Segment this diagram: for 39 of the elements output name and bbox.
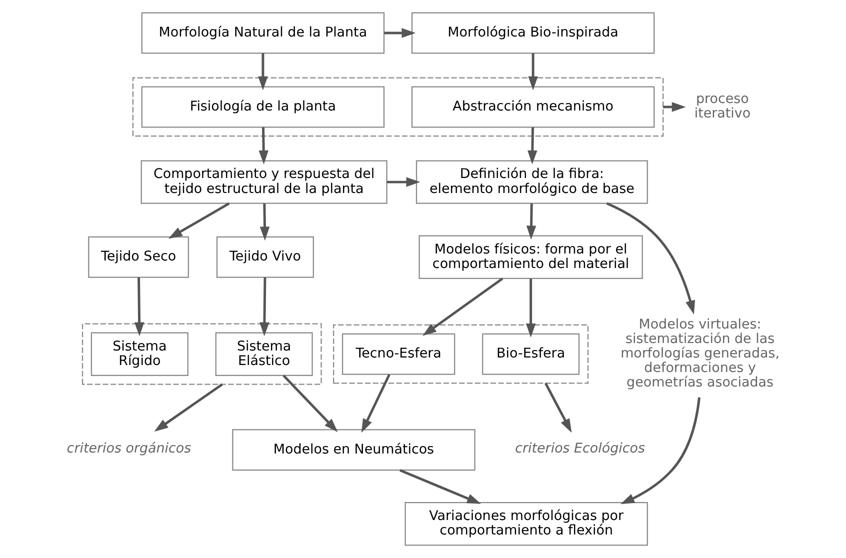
arrow [544, 382, 572, 433]
node-box: Morfología Natural de la Planta [140, 12, 384, 54]
node-box: Sistema Rígido [90, 332, 188, 376]
arrow [154, 383, 222, 432]
node-text: Modelos virtuales: sistematización de las morfologías generadas, deformaciones y geometrías asociadas [620, 317, 779, 391]
node-box: Morfológica Bio-inspirada [410, 12, 654, 54]
node-box: Definición de la fibra: elemento morfológico de base [415, 160, 648, 204]
arrow [360, 374, 390, 433]
node-box: Tejido Vivo [216, 236, 314, 278]
arrow [259, 203, 270, 241]
node-text: proceso iterativo [694, 92, 750, 122]
node-box: Modelos en Neumáticos [232, 429, 475, 471]
arrow [258, 53, 268, 90]
arrow [526, 203, 536, 240]
node-box: Tejido Seco [88, 236, 188, 278]
node-box: Variaciones morfológicas por comportamiento a flexión [404, 502, 648, 546]
node-box: Fisiología de la planta [140, 86, 384, 128]
node-box: Comportamiento y respuesta del tejido estructural de la planta [140, 160, 387, 204]
arrow [528, 53, 538, 90]
node-box: Sistema Elástico [214, 332, 312, 376]
arrow [134, 277, 144, 336]
arrow [525, 278, 536, 338]
node-box: Abstracción mecanismo [410, 86, 654, 128]
arrow [386, 177, 420, 187]
arrow [384, 28, 416, 38]
arrow [399, 469, 480, 504]
arrow [168, 202, 230, 239]
node-box: Tecno-Esfera [341, 333, 455, 375]
node-text: criterios orgánicos [66, 441, 191, 456]
arrow [620, 397, 700, 504]
node-text: criterios Ecológicos [514, 441, 644, 456]
arrow [422, 278, 503, 336]
arrow [662, 102, 686, 112]
arrow [527, 127, 537, 164]
node-box: Bio-Esfera [482, 333, 580, 375]
arrow [258, 127, 268, 164]
arrow [259, 277, 269, 336]
node-box: Modelos físicos: forma por el comportamiento del material [418, 235, 642, 279]
arrow [606, 202, 695, 314]
